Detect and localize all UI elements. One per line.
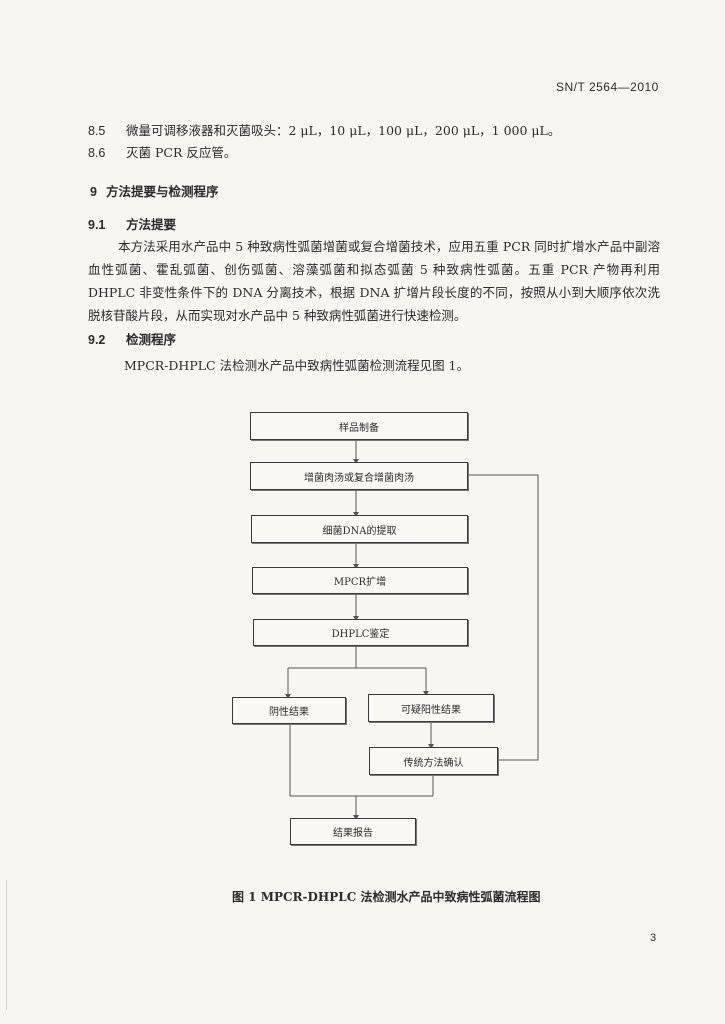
standard-number: SN/T 2564—2010 bbox=[556, 80, 659, 94]
section-9-1-title: 方法提要 bbox=[126, 217, 177, 232]
item-8-6-text: 灭菌 PCR 反应管。 bbox=[126, 145, 237, 160]
item-8-5-number: 8.5 bbox=[88, 124, 106, 138]
item-8-6-number: 8.6 bbox=[88, 146, 106, 160]
flow-suspect-positive-label: 可疑阳性结果 bbox=[401, 704, 461, 716]
flow-sample-prep-label: 样品制备 bbox=[339, 422, 379, 434]
scan-edge-mark bbox=[6, 880, 7, 1010]
flow-report-box: 结果报告 bbox=[290, 818, 416, 845]
flow-negative-box: 阴性结果 bbox=[232, 697, 346, 724]
flow-enrichment-box: 增菌肉汤或复合增菌肉汤 bbox=[250, 462, 468, 490]
section-9-1-number: 9.1 bbox=[88, 218, 106, 232]
flow-traditional-confirm-label: 传统方法确认 bbox=[403, 757, 464, 769]
flow-mpcr-label: MPCR扩增 bbox=[333, 577, 387, 588]
flow-sample-prep-box: 样品制备 bbox=[250, 412, 468, 440]
flow-enrichment-label: 增菌肉汤或复合增菌肉汤 bbox=[304, 472, 414, 484]
section-9-1-body: 本方法采用水产品中 5 种致病性弧菌增菌或复合增菌技术，应用五重 PCR 同时扩… bbox=[88, 239, 660, 323]
flow-traditional-confirm-box: 传统方法确认 bbox=[369, 747, 498, 775]
section-9-title: 方法提要与检测程序 bbox=[106, 184, 219, 199]
section-9-2-title: 检测程序 bbox=[126, 332, 177, 347]
section-9-1-heading: 9.1 方法提要 bbox=[88, 214, 176, 233]
item-8-6: 8.6 灭菌 PCR 反应管。 bbox=[88, 142, 236, 161]
flow-suspect-positive-box: 可疑阳性结果 bbox=[368, 694, 494, 722]
section-9-2-number: 9.2 bbox=[88, 333, 106, 347]
flow-dna-extract-label: 细菌DNA的提取 bbox=[322, 525, 397, 537]
flow-negative-label: 阴性结果 bbox=[269, 707, 309, 718]
section-9-2-heading: 9.2 检测程序 bbox=[88, 329, 176, 348]
flow-dhplc-label: DHPLC鉴定 bbox=[331, 629, 390, 640]
flow-dhplc-box: DHPLC鉴定 bbox=[253, 619, 468, 646]
flow-mpcr-box: MPCR扩增 bbox=[252, 567, 468, 594]
item-8-5-text: 微量可调移液器和灭菌吸头：2 μL，10 μL，100 μL，200 μL，1 … bbox=[126, 123, 561, 138]
flow-dna-extract-box: 细菌DNA的提取 bbox=[251, 515, 468, 543]
figure-caption: 图 1 MPCR-DHPLC 法检测水产品中致病性弧菌流程图 bbox=[232, 890, 541, 904]
flow-report-label: 结果报告 bbox=[333, 828, 373, 839]
item-8-5: 8.5 微量可调移液器和灭菌吸头：2 μL，10 μL，100 μL，200 μL… bbox=[88, 120, 560, 139]
section-9-number: 9 bbox=[90, 185, 97, 199]
section-9-2-body: MPCR-DHPLC 法检测水产品中致病性弧菌检测流程见图 1。 bbox=[124, 358, 470, 373]
page-number: 3 bbox=[650, 932, 657, 944]
section-9-heading: 9 方法提要与检测程序 bbox=[90, 181, 219, 200]
